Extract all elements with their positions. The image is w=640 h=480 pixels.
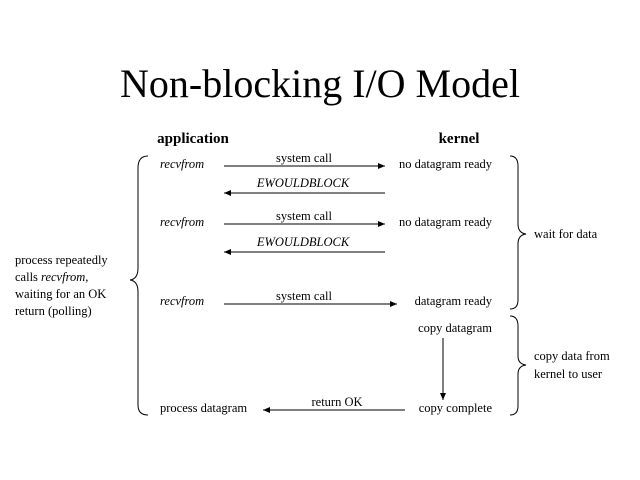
row1-kernel-status: no datagram ready bbox=[399, 157, 493, 171]
left-note-line2-post: , bbox=[85, 270, 88, 284]
left-note-line2-pre: calls bbox=[15, 270, 41, 284]
row3-system-call-label: system call bbox=[276, 289, 332, 303]
copy-data-label-line1: copy data from bbox=[534, 349, 610, 363]
left-note-line4: return (polling) bbox=[15, 304, 92, 318]
kernel-header: kernel bbox=[439, 131, 480, 147]
row1-ewouldblock-label: EWOULDBLOCK bbox=[256, 176, 350, 190]
wait-for-data-brace bbox=[509, 155, 527, 310]
copy-data-label-line2: kernel to user bbox=[534, 367, 603, 381]
left-polling-brace bbox=[129, 155, 149, 416]
copy-data-brace bbox=[509, 315, 527, 416]
row2-system-call-label: system call bbox=[276, 209, 332, 223]
row3-app-recvfrom: recvfrom bbox=[160, 294, 204, 308]
row2-ewouldblock-label: EWOULDBLOCK bbox=[256, 235, 350, 249]
left-note-line3: waiting for an OK bbox=[15, 287, 106, 301]
left-note-line2-recvfrom: recvfrom bbox=[41, 270, 85, 284]
return-ok-label: return OK bbox=[311, 395, 362, 409]
copy-complete-label: copy complete bbox=[419, 401, 493, 415]
process-datagram-label: process datagram bbox=[160, 401, 247, 415]
left-note-line1: process repeatedly bbox=[15, 253, 108, 267]
row2-app-recvfrom: recvfrom bbox=[160, 215, 204, 229]
copy-datagram-label: copy datagram bbox=[418, 321, 492, 335]
diagram-title: Non-blocking I/O Model bbox=[120, 61, 520, 106]
application-header: application bbox=[157, 131, 229, 147]
row1-system-call-label: system call bbox=[276, 151, 332, 165]
left-note-line2: calls recvfrom, bbox=[15, 270, 88, 284]
row2-kernel-status: no datagram ready bbox=[399, 215, 493, 229]
row3-kernel-status: datagram ready bbox=[415, 294, 493, 308]
row1-app-recvfrom: recvfrom bbox=[160, 157, 204, 171]
wait-for-data-label: wait for data bbox=[534, 227, 598, 241]
